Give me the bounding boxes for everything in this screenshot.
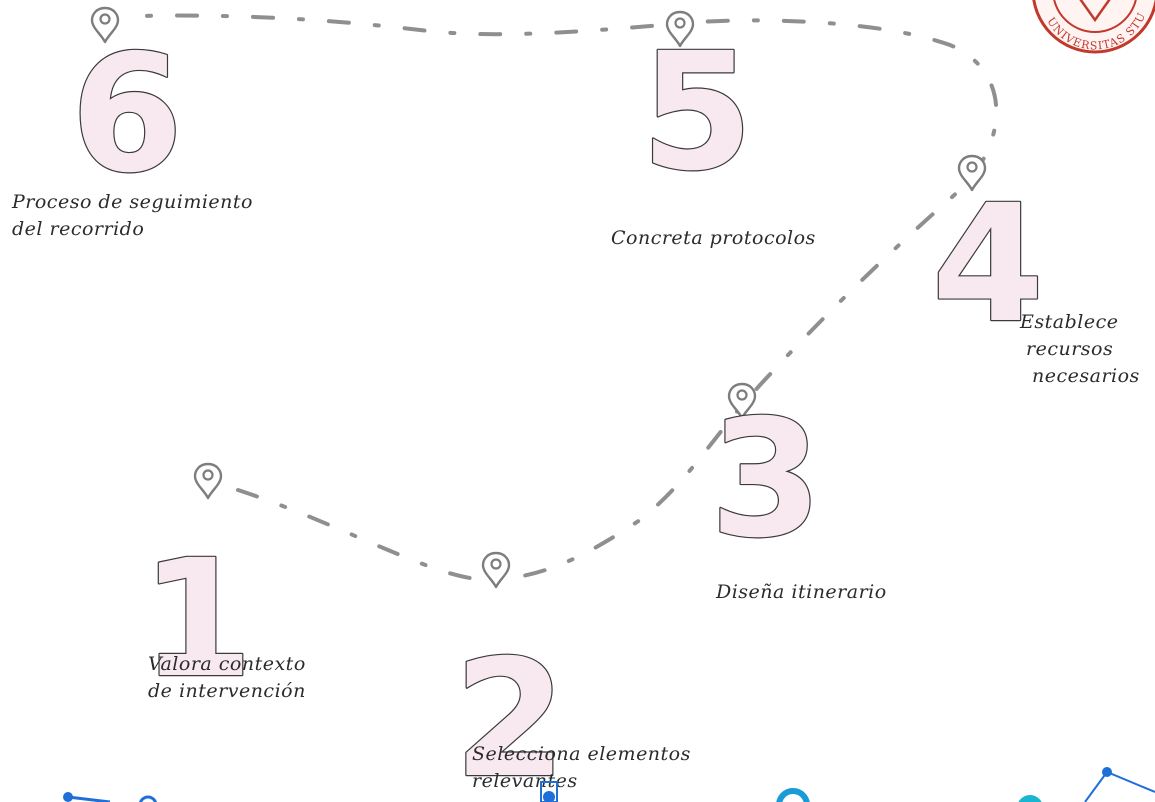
location-pin-icon — [481, 551, 511, 589]
step-number-4: 4 — [932, 171, 1045, 359]
step-label-4: Establece recursos necesarios — [1019, 311, 1140, 387]
step-labels: Valora contexto de intervenciónSelecciona… — [11, 191, 1140, 792]
location-pins — [90, 6, 987, 589]
step-label-line: Selecciona elementos — [472, 743, 691, 765]
step-label-1: Valora contexto de intervención — [148, 653, 306, 702]
step-label-line: Establece — [1019, 311, 1118, 333]
step-number-3: 3 — [710, 386, 823, 574]
bottom-decoration — [63, 767, 1155, 802]
step-number-5: 5 — [641, 19, 754, 207]
network-decoration — [63, 767, 1155, 802]
step-label-line: Concreta protocolos — [611, 227, 816, 249]
step-number-1: 1 — [141, 526, 254, 714]
step-label-line: Valora contexto — [148, 653, 306, 675]
step-number-6: 6 — [71, 21, 184, 209]
location-pin-icon — [957, 154, 987, 192]
step-label-line: Diseña itinerario — [715, 581, 887, 603]
step-label-6: Proceso de seguimiento del recorrido — [11, 191, 253, 240]
step-label-3: Diseña itinerario — [715, 581, 887, 603]
location-pin-icon — [193, 462, 223, 500]
step-label-line: relevantes — [472, 770, 578, 792]
step-number-2: 2 — [454, 626, 567, 802]
dashed-route — [138, 13, 999, 582]
location-pin-icon — [727, 382, 757, 420]
step-label-line: del recorrido — [12, 218, 144, 240]
step-label-5: Concreta protocolos — [611, 227, 816, 249]
step-label-line: necesarios — [1032, 365, 1140, 387]
step-label-line: de intervención — [148, 680, 306, 702]
dashed-route-line — [138, 13, 999, 582]
step-label-line: recursos — [1026, 338, 1113, 360]
location-pin-icon — [90, 6, 120, 44]
step-label-2: Selecciona elementos relevantes — [472, 743, 691, 792]
step-label-line: Proceso de seguimiento — [11, 191, 253, 213]
location-pin-icon — [665, 10, 695, 48]
